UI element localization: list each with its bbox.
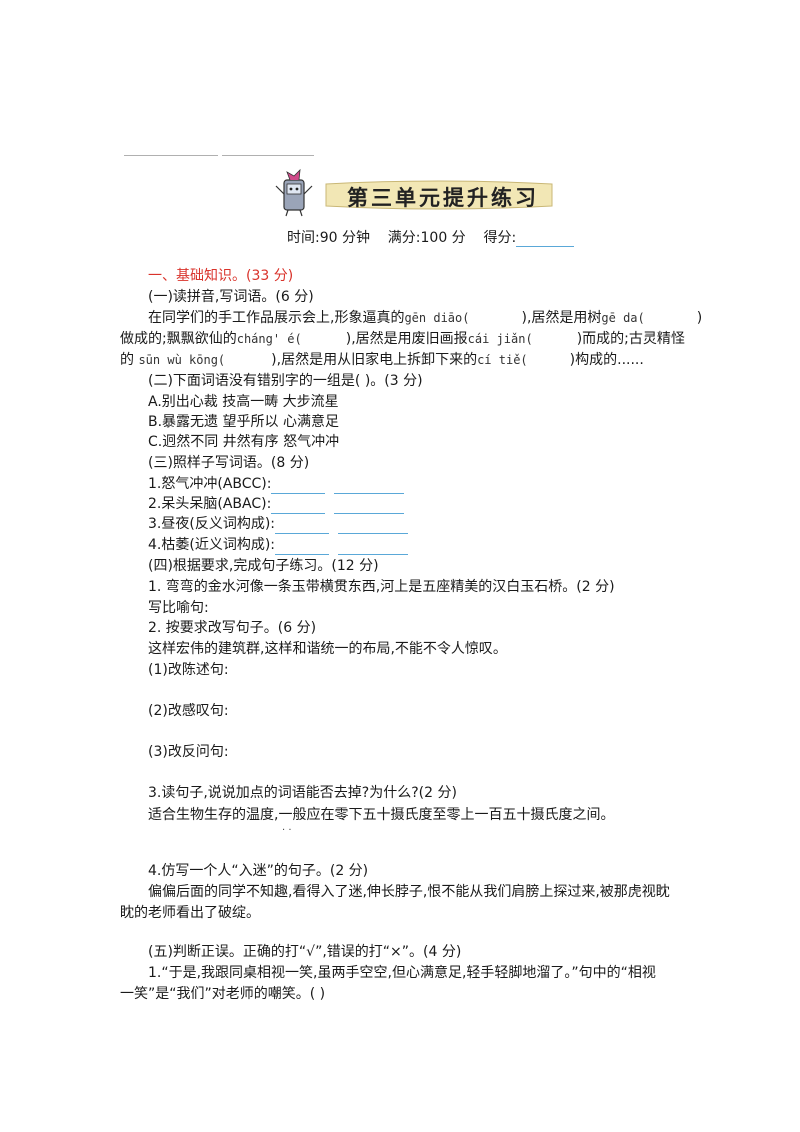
q3-blank-1b[interactable] bbox=[334, 479, 405, 494]
q3-item-2: 2.呆头呆脑(ABAC): bbox=[148, 494, 405, 514]
top-divider-right bbox=[222, 155, 314, 156]
time-limit: 时间:90 分钟 bbox=[287, 230, 370, 246]
q1-text-4: 做成的;飘飘欲仙的 bbox=[120, 331, 237, 347]
emphasis-dots: . . bbox=[282, 822, 292, 833]
q4-1-task: 写比喻句: bbox=[148, 600, 209, 616]
q3-blank-2b[interactable] bbox=[334, 499, 405, 514]
q2-option-c[interactable]: C.迥然不同 井然有序 怒气冲冲 bbox=[148, 434, 340, 450]
section-heading: 一、基础知识。(33 分) bbox=[148, 268, 294, 284]
q4-4-para-1: 偏偏后面的同学不知趣,看得入了迷,伸长脖子,恨不能从我们肩膀上探过来,被那虎视眈 bbox=[148, 884, 670, 900]
pinyin-sunwukong: sūn wù kōng( bbox=[138, 353, 226, 367]
q3-item-4-label: 4.枯萎(近义词构成): bbox=[148, 537, 275, 553]
q4-3-sentence: 适合生物生存的温度,一般应在零下五十摄氏度至零上一百五十摄氏度之间。 bbox=[148, 807, 615, 823]
q5-title: (五)判断正误。正确的打“√”,错误的打“×”。(4 分) bbox=[148, 944, 462, 960]
mascot-icon bbox=[275, 168, 313, 217]
q4-2-a: (1)改陈述句: bbox=[148, 662, 229, 678]
q1-text-2: ),居然是用树 bbox=[521, 310, 602, 326]
q5-1-para-2: 一笑”是“我们”对老师的嘲笑。( ) bbox=[120, 986, 326, 1002]
q3-item-4: 4.枯萎(近义词构成): bbox=[148, 535, 408, 555]
pinyin-change: cháng' é( bbox=[236, 332, 302, 346]
q5-1-para-1: 1.“于是,我跟同桌相视一笑,虽两手空空,但心满意足,轻手轻脚地溜了。”句中的“… bbox=[148, 965, 656, 981]
q3-item-1: 1.怒气冲冲(ABCC): bbox=[148, 474, 405, 494]
q1-line-2: 做成的;飘飘欲仙的cháng' é( ),居然是用废旧画报cái jiǎn( )而成… bbox=[120, 329, 685, 349]
q3-blank-2a[interactable] bbox=[271, 499, 326, 514]
q3-blank-3a[interactable] bbox=[275, 519, 329, 534]
q3-blank-4a[interactable] bbox=[275, 540, 329, 555]
exam-meta: 时间:90 分钟 满分:100 分 得分: bbox=[287, 227, 575, 247]
q3-item-3: 3.昼夜(反义词构成): bbox=[148, 514, 408, 534]
pinyin-gendiao: gēn diāo( bbox=[404, 311, 470, 325]
title-block: 第三单元提升练习 bbox=[270, 168, 570, 218]
q4-3: 3.读句子,说说加点的词语能否去掉?为什么?(2 分) bbox=[148, 785, 457, 801]
score-label: 得分: bbox=[483, 230, 517, 246]
q2-option-a[interactable]: A.别出心裁 技高一畴 大步流星 bbox=[148, 394, 339, 410]
pinyin-citie: cí tiě( bbox=[477, 353, 528, 367]
pinyin-geda: gē da( bbox=[601, 311, 645, 325]
q3-blank-1a[interactable] bbox=[271, 479, 326, 494]
q1-text-3: ) bbox=[696, 310, 703, 326]
q3-item-1-label: 1.怒气冲冲(ABCC): bbox=[148, 476, 272, 492]
q4-2: 2. 按要求改写句子。(6 分) bbox=[148, 620, 317, 636]
q1-text-9: )构成的...... bbox=[569, 352, 644, 368]
top-divider-left bbox=[124, 155, 218, 156]
q2-title: (二)下面词语没有错别字的一组是( )。(3 分) bbox=[148, 373, 423, 389]
q4-1: 1. 弯弯的金水河像一条玉带横贯东西,河上是五座精美的汉白玉石桥。(2 分) bbox=[148, 579, 615, 595]
score-blank[interactable] bbox=[516, 232, 575, 247]
page-title: 第三单元提升练习 bbox=[347, 185, 539, 210]
q1-text-6: )而成的;古灵精怪 bbox=[576, 331, 685, 347]
q4-4-para-2: 眈的老师看出了破绽。 bbox=[120, 905, 260, 921]
q1-line-1: 在同学们的手工作品展示会上,形象逼真的gēn diāo( ),居然是用树gē da… bbox=[148, 308, 702, 328]
q2-option-b[interactable]: B.暴露无遗 望乎所以 心满意足 bbox=[148, 414, 339, 430]
q3-item-3-label: 3.昼夜(反义词构成): bbox=[148, 516, 275, 532]
title-banner bbox=[325, 180, 553, 210]
q3-item-2-label: 2.呆头呆脑(ABAC): bbox=[148, 496, 272, 512]
q4-2-sentence: 这样宏伟的建筑群,这样和谐统一的布局,不能不令人惊叹。 bbox=[148, 641, 507, 657]
q1-title: (一)读拼音,写词语。(6 分) bbox=[148, 289, 314, 305]
q4-title: (四)根据要求,完成句子练习。(12 分) bbox=[148, 558, 379, 574]
q3-blank-4b[interactable] bbox=[337, 540, 408, 555]
full-score: 满分:100 分 bbox=[387, 230, 466, 246]
q1-text-7: 的 bbox=[120, 352, 134, 368]
q1-text-1: 在同学们的手工作品展示会上,形象逼真的 bbox=[148, 310, 405, 326]
pinyin-caijian: cái jiǎn( bbox=[467, 332, 533, 346]
q4-2-b: (2)改感叹句: bbox=[148, 703, 229, 719]
q4-4: 4.仿写一个人“入迷”的句子。(2 分) bbox=[148, 863, 369, 879]
q4-2-c: (3)改反问句: bbox=[148, 744, 229, 760]
q1-line-3: 的 sūn wù kōng( ),居然是用从旧家电上拆卸下来的cí tiě( )构成… bbox=[120, 350, 644, 370]
q1-text-8: ),居然是用从旧家电上拆卸下来的 bbox=[271, 352, 478, 368]
q3-blank-3b[interactable] bbox=[337, 519, 408, 534]
q3-title: (三)照样子写词语。(8 分) bbox=[148, 455, 310, 471]
q1-text-5: ),居然是用废旧画报 bbox=[345, 331, 468, 347]
